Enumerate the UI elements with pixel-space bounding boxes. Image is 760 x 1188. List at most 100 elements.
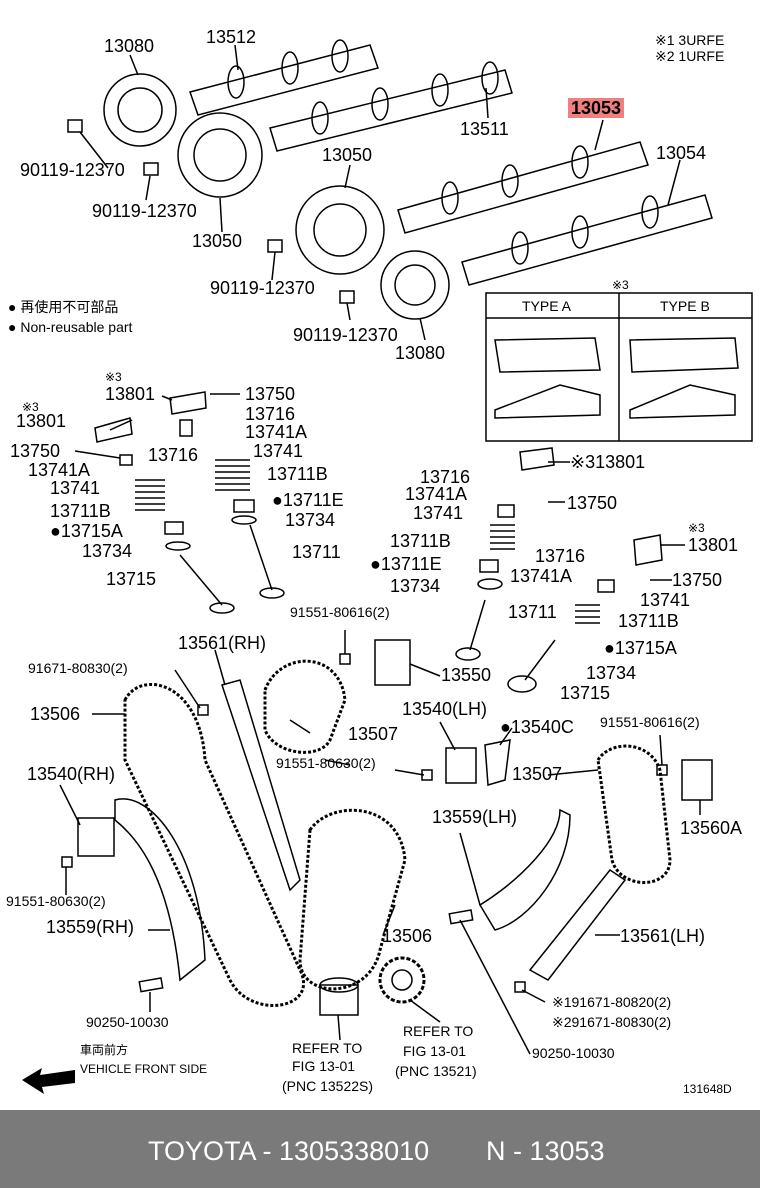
part-label-13741[interactable]: 13741 <box>640 590 691 610</box>
gasket-13540C <box>484 739 511 786</box>
part-label-13715[interactable]: 13715 <box>106 569 157 589</box>
part-label-13741[interactable]: 13741 <box>50 478 101 498</box>
crank-gear-13521 <box>378 956 426 1004</box>
part-label-13741A[interactable]: 13741A <box>28 460 91 480</box>
vvt-gear-13050-upper <box>177 112 263 198</box>
bolt-icon <box>197 704 209 716</box>
part-label-13715A[interactable]: ●13715A <box>50 521 123 541</box>
part-label-13750[interactable]: 13750 <box>245 384 296 404</box>
valve-13711 <box>249 524 273 591</box>
part-label-91551-80616[interactable]: 91551-80616(2) <box>290 604 390 620</box>
part-label-13559-rh[interactable]: 13559(RH) <box>46 917 135 937</box>
part-label-91551-80630[interactable]: 91551-80630(2) <box>276 755 376 771</box>
part-label-13550[interactable]: 13550 <box>441 665 492 685</box>
part-label-13507[interactable]: 13507 <box>348 724 399 744</box>
part-label-13716[interactable]: 13716 <box>535 546 586 566</box>
part-label-13711B[interactable]: 13711B <box>267 464 328 484</box>
part-label-13741A[interactable]: 13741A <box>510 566 573 586</box>
part-label-13801[interactable]: 13801 <box>688 535 739 555</box>
part-label-13540C[interactable]: ●13540C <box>500 717 574 737</box>
refer-label-2-line3[interactable]: (PNC 13521) <box>395 1063 477 1079</box>
part-label-13734[interactable]: 13734 <box>586 663 637 683</box>
refer-label-1-line2[interactable]: FIG 13-01 <box>292 1058 356 1074</box>
part-label-90250-10030[interactable]: 90250-10030 <box>532 1045 615 1061</box>
part-label-13741[interactable]: 13741 <box>413 503 464 523</box>
part-label-13716[interactable]: 13716 <box>148 445 199 465</box>
part-label-13053-highlighted[interactable]: 13053 <box>568 98 625 118</box>
part-label-91671-80830[interactable]: ※291671-80830(2) <box>552 1014 672 1030</box>
bolt-icon <box>143 162 159 176</box>
part-label-13506[interactable]: 13506 <box>382 926 433 946</box>
rocker-arm-13801-a <box>169 391 207 415</box>
part-label-91671-80830[interactable]: 91671-80830(2) <box>28 660 128 676</box>
part-label-13711[interactable]: 13711 <box>292 542 341 562</box>
part-label-13080[interactable]: 13080 <box>104 36 155 56</box>
part-label-13716[interactable]: 13716 <box>420 467 471 487</box>
part-label-13715A[interactable]: ●13715A <box>604 638 677 658</box>
parts-diagram: ※1 3URFE ※2 1URFE ● 再使用不可部品 ● Non-reusab… <box>6 27 753 1096</box>
footer-bar: TOYOTA - 1305338010 N - 13053 <box>0 1110 760 1188</box>
part-label-13741A[interactable]: 13741A <box>245 422 308 442</box>
part-label-13512[interactable]: 13512 <box>206 27 257 47</box>
bolt-icon <box>339 653 351 665</box>
part-label-13741A[interactable]: 13741A <box>405 484 468 504</box>
mark-3: ※3 <box>22 400 39 414</box>
part-label-13734[interactable]: 13734 <box>285 510 336 530</box>
part-label-91671-80820[interactable]: ※191671-80820(2) <box>552 994 672 1010</box>
bolt-icon <box>267 239 283 253</box>
refer-label-2-line2[interactable]: FIG 13-01 <box>403 1043 467 1059</box>
part-label-90119-12370[interactable]: 90119-12370 <box>293 325 398 345</box>
camshaft-13053 <box>397 141 649 234</box>
part-label-13750[interactable]: 13750 <box>10 441 61 461</box>
part-label-13080[interactable]: 13080 <box>395 343 446 363</box>
part-label-13540-lh[interactable]: 13540(LH) <box>402 699 488 719</box>
part-label-13715[interactable]: 13715 <box>560 683 611 703</box>
refer-label-2-line1[interactable]: REFER TO <box>403 1023 474 1039</box>
rocker-arm-13801-d <box>633 534 663 566</box>
part-label-90119-12370[interactable]: 90119-12370 <box>20 160 125 180</box>
part-label-13711B[interactable]: 13711B <box>390 531 451 551</box>
part-label-13711B[interactable]: 13711B <box>50 501 111 521</box>
part-label-90250-10030[interactable]: 90250-10030 <box>86 1014 169 1030</box>
part-label-13561-rh[interactable]: 13561(RH) <box>178 633 267 653</box>
bolt-icon <box>339 290 355 304</box>
vvt-gear-13050-lower <box>295 185 385 275</box>
part-label-13741[interactable]: 13741 <box>253 441 304 461</box>
part-label-13050[interactable]: 13050 <box>192 231 243 251</box>
legend-note-1: ※1 3URFE <box>655 32 725 48</box>
part-label-13801[interactable]: 13801 <box>105 384 156 404</box>
part-label-13716[interactable]: 13716 <box>245 404 296 424</box>
legend-note-2: ※2 1URFE <box>655 48 725 64</box>
part-label-90119-12370[interactable]: 90119-12370 <box>92 201 197 221</box>
part-label-13711E[interactable]: ●13711E <box>272 490 344 510</box>
part-label-13711E[interactable]: ●13711E <box>370 554 442 574</box>
part-label-13734[interactable]: 13734 <box>82 541 133 561</box>
part-label-13734[interactable]: 13734 <box>390 576 441 596</box>
footer-brand-part-number: TOYOTA - 1305338010 <box>148 1136 430 1166</box>
part-label-13559-lh[interactable]: 13559(LH) <box>432 807 518 827</box>
part-label-13050[interactable]: 13050 <box>322 145 373 165</box>
chain-slipper-13559-rh <box>114 798 206 982</box>
refer-label-1-line3[interactable]: (PNC 13522S) <box>282 1078 374 1094</box>
part-label-13801[interactable]: 13801 <box>16 411 67 431</box>
part-label-13801[interactable]: ※313801 <box>570 452 646 472</box>
part-label-13507[interactable]: 13507 <box>512 764 563 784</box>
part-label-13506[interactable]: 13506 <box>30 704 81 724</box>
part-label-13511[interactable]: 13511 <box>460 119 509 139</box>
part-label-91551-80616[interactable]: 91551-80616(2) <box>600 714 700 730</box>
camshaft-13512 <box>189 39 379 116</box>
part-label-13540-rh[interactable]: 13540(RH) <box>27 764 116 784</box>
chain-slipper-13559-lh <box>478 808 571 931</box>
part-label-13561-lh[interactable]: 13561(LH) <box>620 926 706 946</box>
refer-label-1-line1[interactable]: REFER TO <box>292 1040 363 1056</box>
part-label-90119-12370[interactable]: 90119-12370 <box>210 278 315 298</box>
part-label-13750[interactable]: 13750 <box>567 493 618 513</box>
rocker-arm-13801-c <box>519 447 555 471</box>
part-label-13560A[interactable]: 13560A <box>680 818 743 838</box>
part-label-13711[interactable]: 13711 <box>508 602 557 622</box>
part-label-13054[interactable]: 13054 <box>656 143 707 163</box>
bolt-icon <box>61 856 73 868</box>
part-label-13711B[interactable]: 13711B <box>618 611 679 631</box>
part-label-13750[interactable]: 13750 <box>672 570 723 590</box>
part-label-91551-80630[interactable]: 91551-80630(2) <box>6 893 106 909</box>
